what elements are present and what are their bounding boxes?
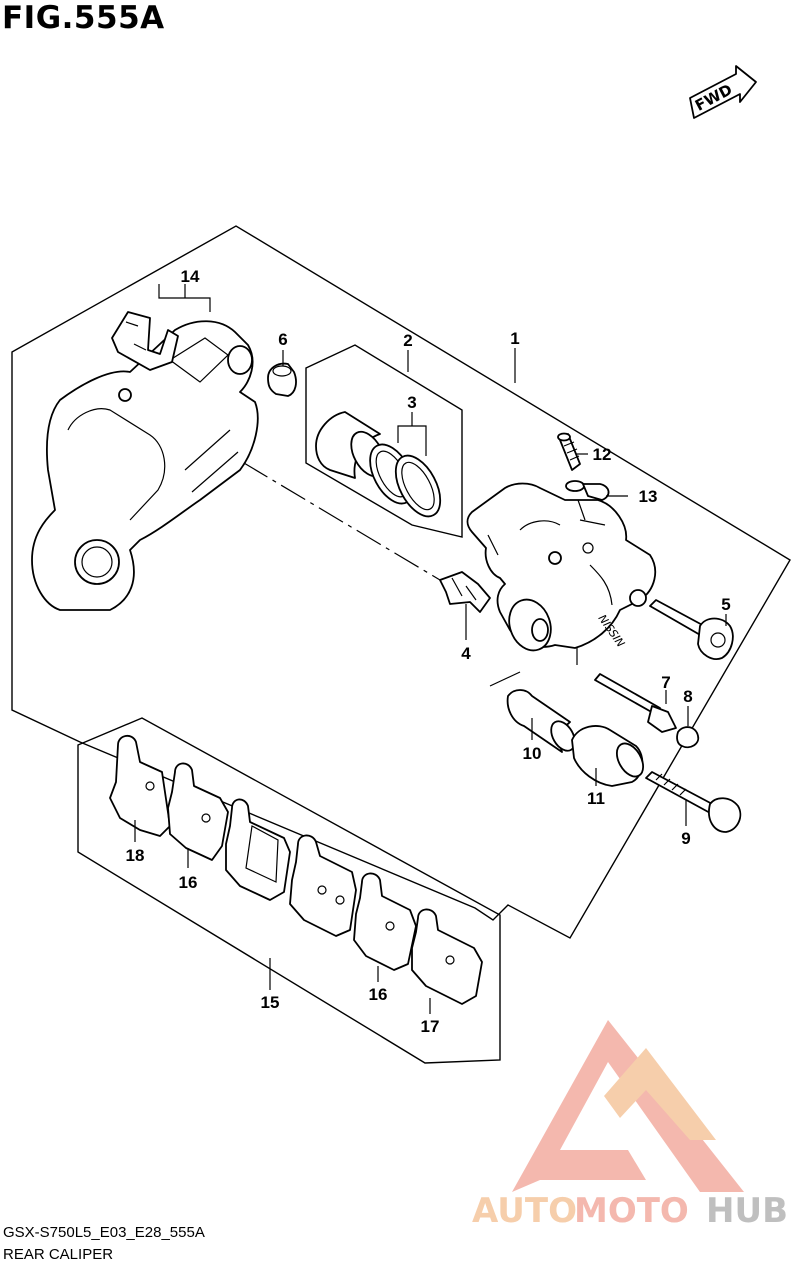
callout-5: 5 [721,595,730,614]
callout-16: 16 [179,873,198,892]
callout-12: 12 [593,445,612,464]
piston-subframe [305,344,463,538]
boot-part [267,362,297,397]
assembly-frame-main [11,225,791,939]
callout-4: 4 [461,644,471,663]
callout-7: 7 [661,673,670,692]
callout-11: 11 [587,789,605,808]
callout-8: 8 [683,687,692,706]
mounting-bolt [645,771,742,833]
brake-pad-18 [109,735,171,837]
pad-pin [649,599,734,660]
callout-18: 18 [126,846,145,865]
brake-pad-16c [353,872,417,971]
callout-1: 1 [510,329,519,348]
callout-2: 2 [403,331,412,350]
callout-9: 9 [681,829,690,848]
callout-13: 13 [639,487,658,506]
callout-17: 17 [421,1017,440,1036]
automotohub-logo: AUTO MOTO HUB [472,1020,788,1231]
callout-15: 15 [261,993,280,1012]
caliper-body: NISSIN [466,482,657,652]
logo-text-auto: AUTO [472,1191,577,1231]
axis-line [489,671,521,687]
callout-6: 6 [278,330,287,349]
bleeder-screw [557,432,581,471]
small-boot [676,726,700,749]
figure-name: REAR CALIPER [3,1246,114,1263]
forward-arrow-icon: FWD [689,65,757,119]
pad-spring [439,571,491,613]
boot-large [571,725,645,787]
callout-14: 14 [181,267,200,286]
sleeve [506,689,576,753]
model-code: GSX-S750L5_E03_E28_555A [3,1224,205,1241]
piston-seals [369,443,442,518]
callout-3: 3 [407,393,416,412]
caliper-bracket [31,311,259,611]
brake-pad-shim [225,798,291,901]
callout-10: 10 [523,744,542,763]
logo-text-moto: MOTO [574,1191,689,1231]
figure-title: FIG.555A [2,0,165,36]
logo-text-hub: HUB [706,1191,788,1231]
leader-lines [134,284,727,1014]
callout-16-lower: 16 [369,985,388,1004]
bleeder-cap [565,480,610,501]
brake-pad-16 [167,762,229,861]
pad-set-frame [77,717,501,1064]
piston-part [315,411,386,479]
brake-pad-17 [411,908,483,1005]
brake-pad-16b [289,834,357,937]
slide-pin [594,673,677,733]
